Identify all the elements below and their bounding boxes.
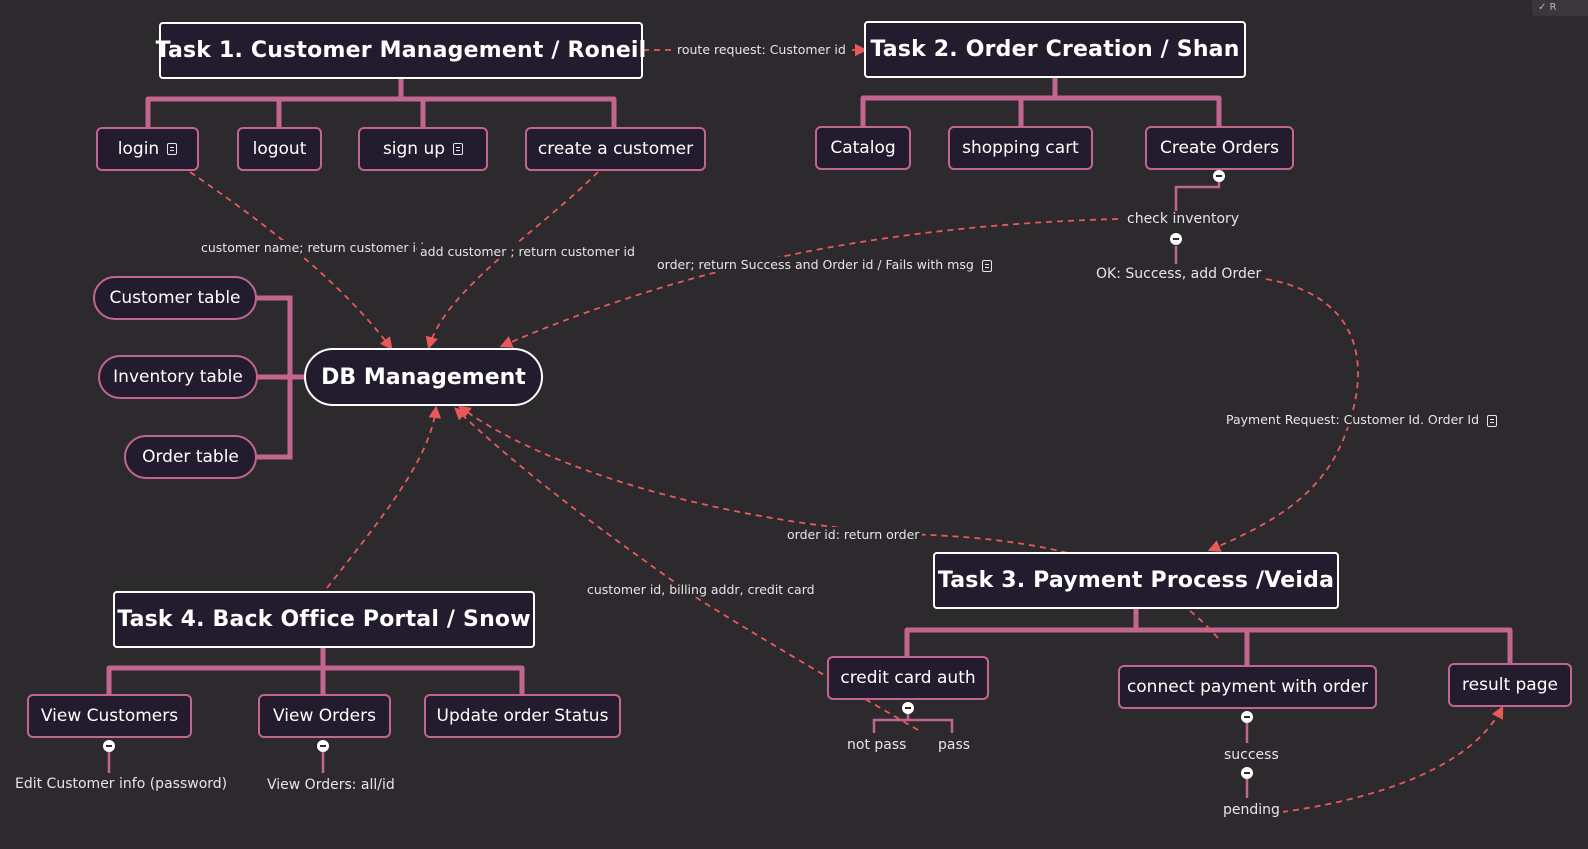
connect-payment-node[interactable]: connect payment with order [1118,665,1377,709]
catalog-label: Catalog [830,138,896,158]
view-customers-label: View Customers [40,706,179,726]
login-label: login [117,139,160,159]
logout-label: logout [252,139,307,159]
view-orders-node[interactable]: View Orders [258,694,391,738]
sign-up-node[interactable]: sign up [358,127,488,171]
create-orders-label: Create Orders [1159,138,1280,158]
success-label: success [1221,747,1282,763]
connect-payment-label: connect payment with order [1126,677,1369,697]
note-icon[interactable] [453,143,464,155]
collapse-icon[interactable] [902,702,914,714]
db-management-node[interactable]: DB Management [304,348,543,406]
credit-card-auth-label: credit card auth [840,668,976,688]
task-4-title: Task 4. Back Office Portal / Snow [117,607,531,632]
payment-request-label: Payment Request: Customer Id. Order Id [1223,412,1501,427]
db-management-title: DB Management [321,364,526,390]
result-page-node[interactable]: result page [1448,663,1572,707]
view-orders-label: View Orders [273,706,376,726]
note-icon[interactable] [1487,414,1498,427]
credit-card-auth-node[interactable]: credit card auth [827,656,989,700]
shopping-cart-label: shopping cart [962,138,1079,158]
shopping-cart-node[interactable]: shopping cart [948,126,1093,170]
check-inventory-label: check inventory [1124,211,1243,227]
inventory-table-node[interactable]: Inventory table [98,355,258,399]
update-order-status-label: Update order Status [436,706,609,726]
order-return-text: order; return Success and Order id / Fai… [657,257,974,272]
collapse-icon[interactable] [1213,170,1225,182]
ok-success-label: OK: Success, add Order [1093,266,1265,282]
corner-badge: ✓ R [1532,0,1588,16]
collapse-icon[interactable] [317,740,329,752]
catalog-node[interactable]: Catalog [815,126,911,170]
collapse-icon[interactable] [103,740,115,752]
route-request-label: route request: Customer id [674,42,849,57]
task-2-node[interactable]: Task 2. Order Creation / Shan [864,21,1246,78]
task-1-title: Task 1. Customer Management / Roneil [155,38,647,63]
result-page-label: result page [1462,675,1558,695]
task-3-title: Task 3. Payment Process /Veida [937,568,1335,593]
task-2-title: Task 2. Order Creation / Shan [870,37,1240,62]
order-return-label: order; return Success and Order id / Fai… [654,257,995,272]
customer-name-label: customer name; return customer id [198,240,427,255]
create-customer-label: create a customer [537,139,694,159]
inventory-table-label: Inventory table [113,367,243,387]
customer-billing-label: customer id, billing addr, credit card [584,582,818,597]
task-1-node[interactable]: Task 1. Customer Management / Roneil [156,22,646,79]
not-pass-label: not pass [844,737,910,753]
add-customer-label: add customer ; return customer id [417,244,638,259]
pending-label: pending [1220,802,1283,818]
customer-table-node[interactable]: Customer table [93,276,257,320]
create-orders-node[interactable]: Create Orders [1145,126,1294,170]
logout-node[interactable]: logout [237,127,322,171]
collapse-icon[interactable] [1170,233,1182,245]
payment-request-text: Payment Request: Customer Id. Order Id [1226,412,1480,427]
task-3-node[interactable]: Task 3. Payment Process /Veida [933,552,1339,609]
view-customers-node[interactable]: View Customers [27,694,192,738]
edit-customer-info-label: Edit Customer info (password) [12,776,231,792]
collapse-icon[interactable] [1241,767,1253,779]
order-table-node[interactable]: Order table [124,435,257,479]
view-orders-all-label: View Orders: all/id [264,777,398,793]
order-table-label: Order table [142,447,239,467]
collapse-icon[interactable] [1241,711,1253,723]
task-4-node[interactable]: Task 4. Back Office Portal / Snow [113,591,535,648]
update-order-status-node[interactable]: Update order Status [424,694,621,738]
pass-label: pass [935,737,974,753]
sign-up-label: sign up [382,139,446,159]
customer-table-label: Customer table [109,288,241,308]
tree-branches [106,75,1513,697]
note-icon[interactable] [167,143,178,155]
order-id-return-label: order id: return order [784,527,923,542]
create-customer-node[interactable]: create a customer [525,127,706,171]
login-node[interactable]: login [96,127,199,171]
note-icon[interactable] [981,259,992,272]
